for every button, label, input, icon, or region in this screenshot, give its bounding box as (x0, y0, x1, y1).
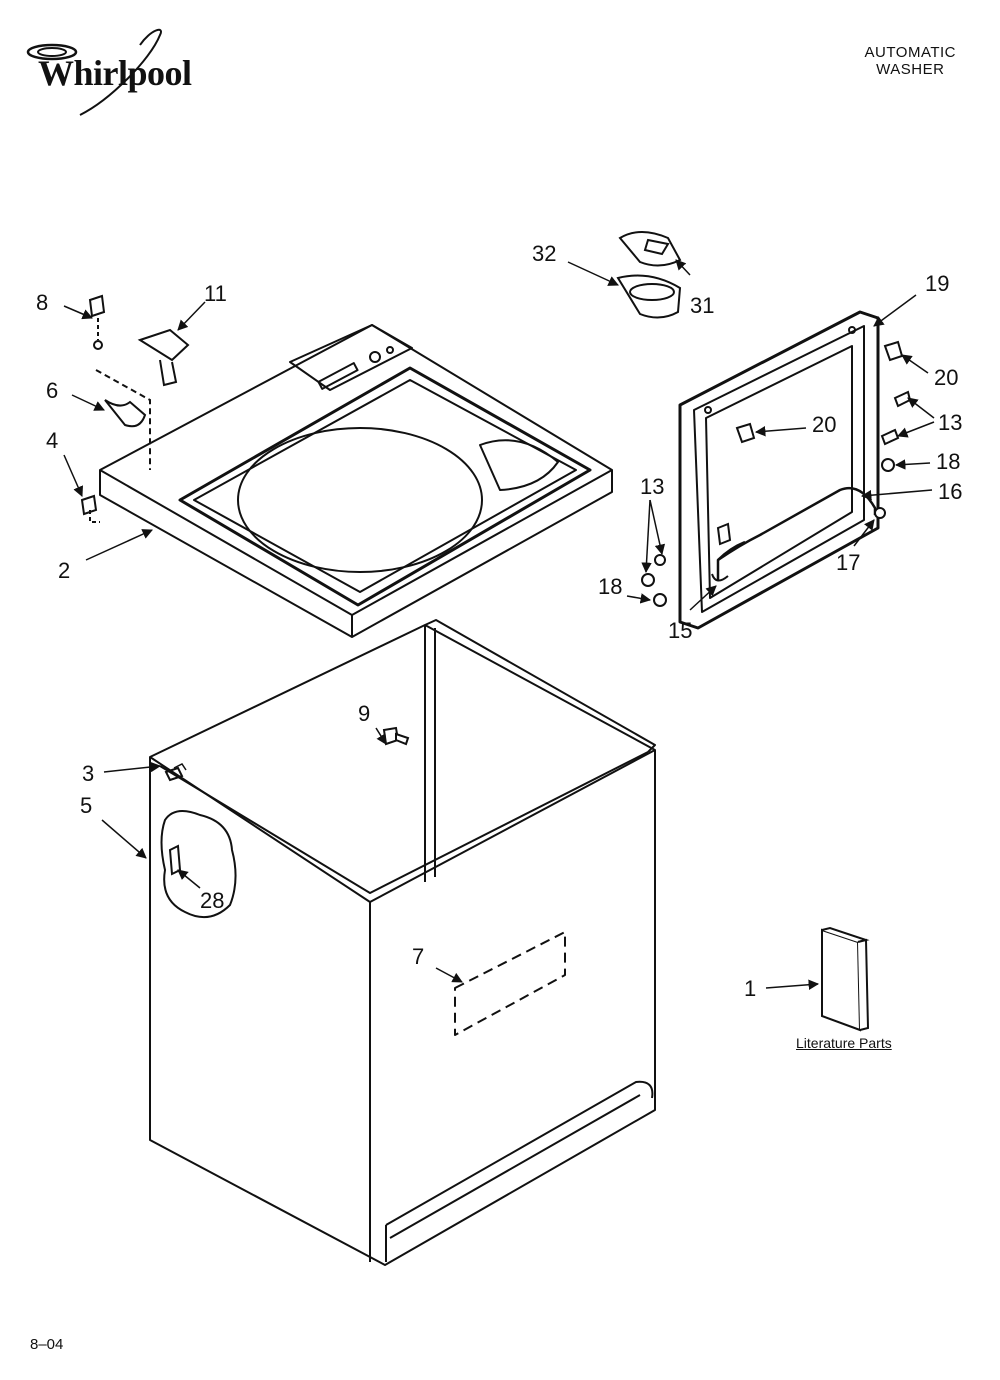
callout-11: 11 (204, 281, 227, 306)
callout-3: 3 (82, 761, 95, 786)
lid-frame (678, 310, 880, 630)
callout-9: 9 (358, 701, 371, 726)
hinge-parts (80, 294, 190, 523)
callout-20-center: 20 (812, 412, 837, 437)
diagram-heading: AUTOMATIC WASHER (865, 44, 956, 78)
callout-13-right: 13 (938, 410, 963, 435)
heading-line-1: AUTOMATIC (864, 44, 956, 61)
lid-fasteners (641, 340, 912, 607)
literature-booklet (821, 926, 870, 1032)
screw-9 (382, 726, 410, 746)
callout-17: 17 (836, 550, 861, 575)
callout-1: 1 (744, 976, 757, 1001)
callout-7: 7 (412, 944, 425, 969)
whirlpool-logo-swirl (26, 28, 162, 116)
callout-2: 2 (58, 558, 71, 583)
callout-8: 8 (36, 290, 49, 315)
leader-lines (63, 259, 935, 990)
dispenser-parts (616, 231, 682, 319)
callout-28: 28 (200, 888, 225, 913)
callout-6: 6 (46, 378, 59, 403)
cabinet (149, 619, 656, 1266)
callout-4: 4 (46, 428, 59, 453)
top-panel (99, 324, 613, 638)
callout-20-right: 20 (934, 365, 959, 390)
callout-5: 5 (80, 793, 93, 818)
callout-15: 15 (668, 618, 693, 643)
page-code: 8–04 (30, 1336, 64, 1353)
callout-19: 19 (925, 271, 950, 296)
callout-18-left: 18 (598, 574, 623, 599)
brand-logo: Whirlpool (38, 53, 192, 93)
callout-13-left: 13 (640, 474, 665, 499)
callout-32: 32 (532, 241, 557, 266)
heading-line-2: WASHER (876, 61, 945, 78)
callout-16: 16 (938, 479, 963, 504)
literature-parts-label: Literature Parts (796, 1035, 892, 1051)
callout-31: 31 (690, 293, 715, 318)
callout-18-right: 18 (936, 449, 961, 474)
